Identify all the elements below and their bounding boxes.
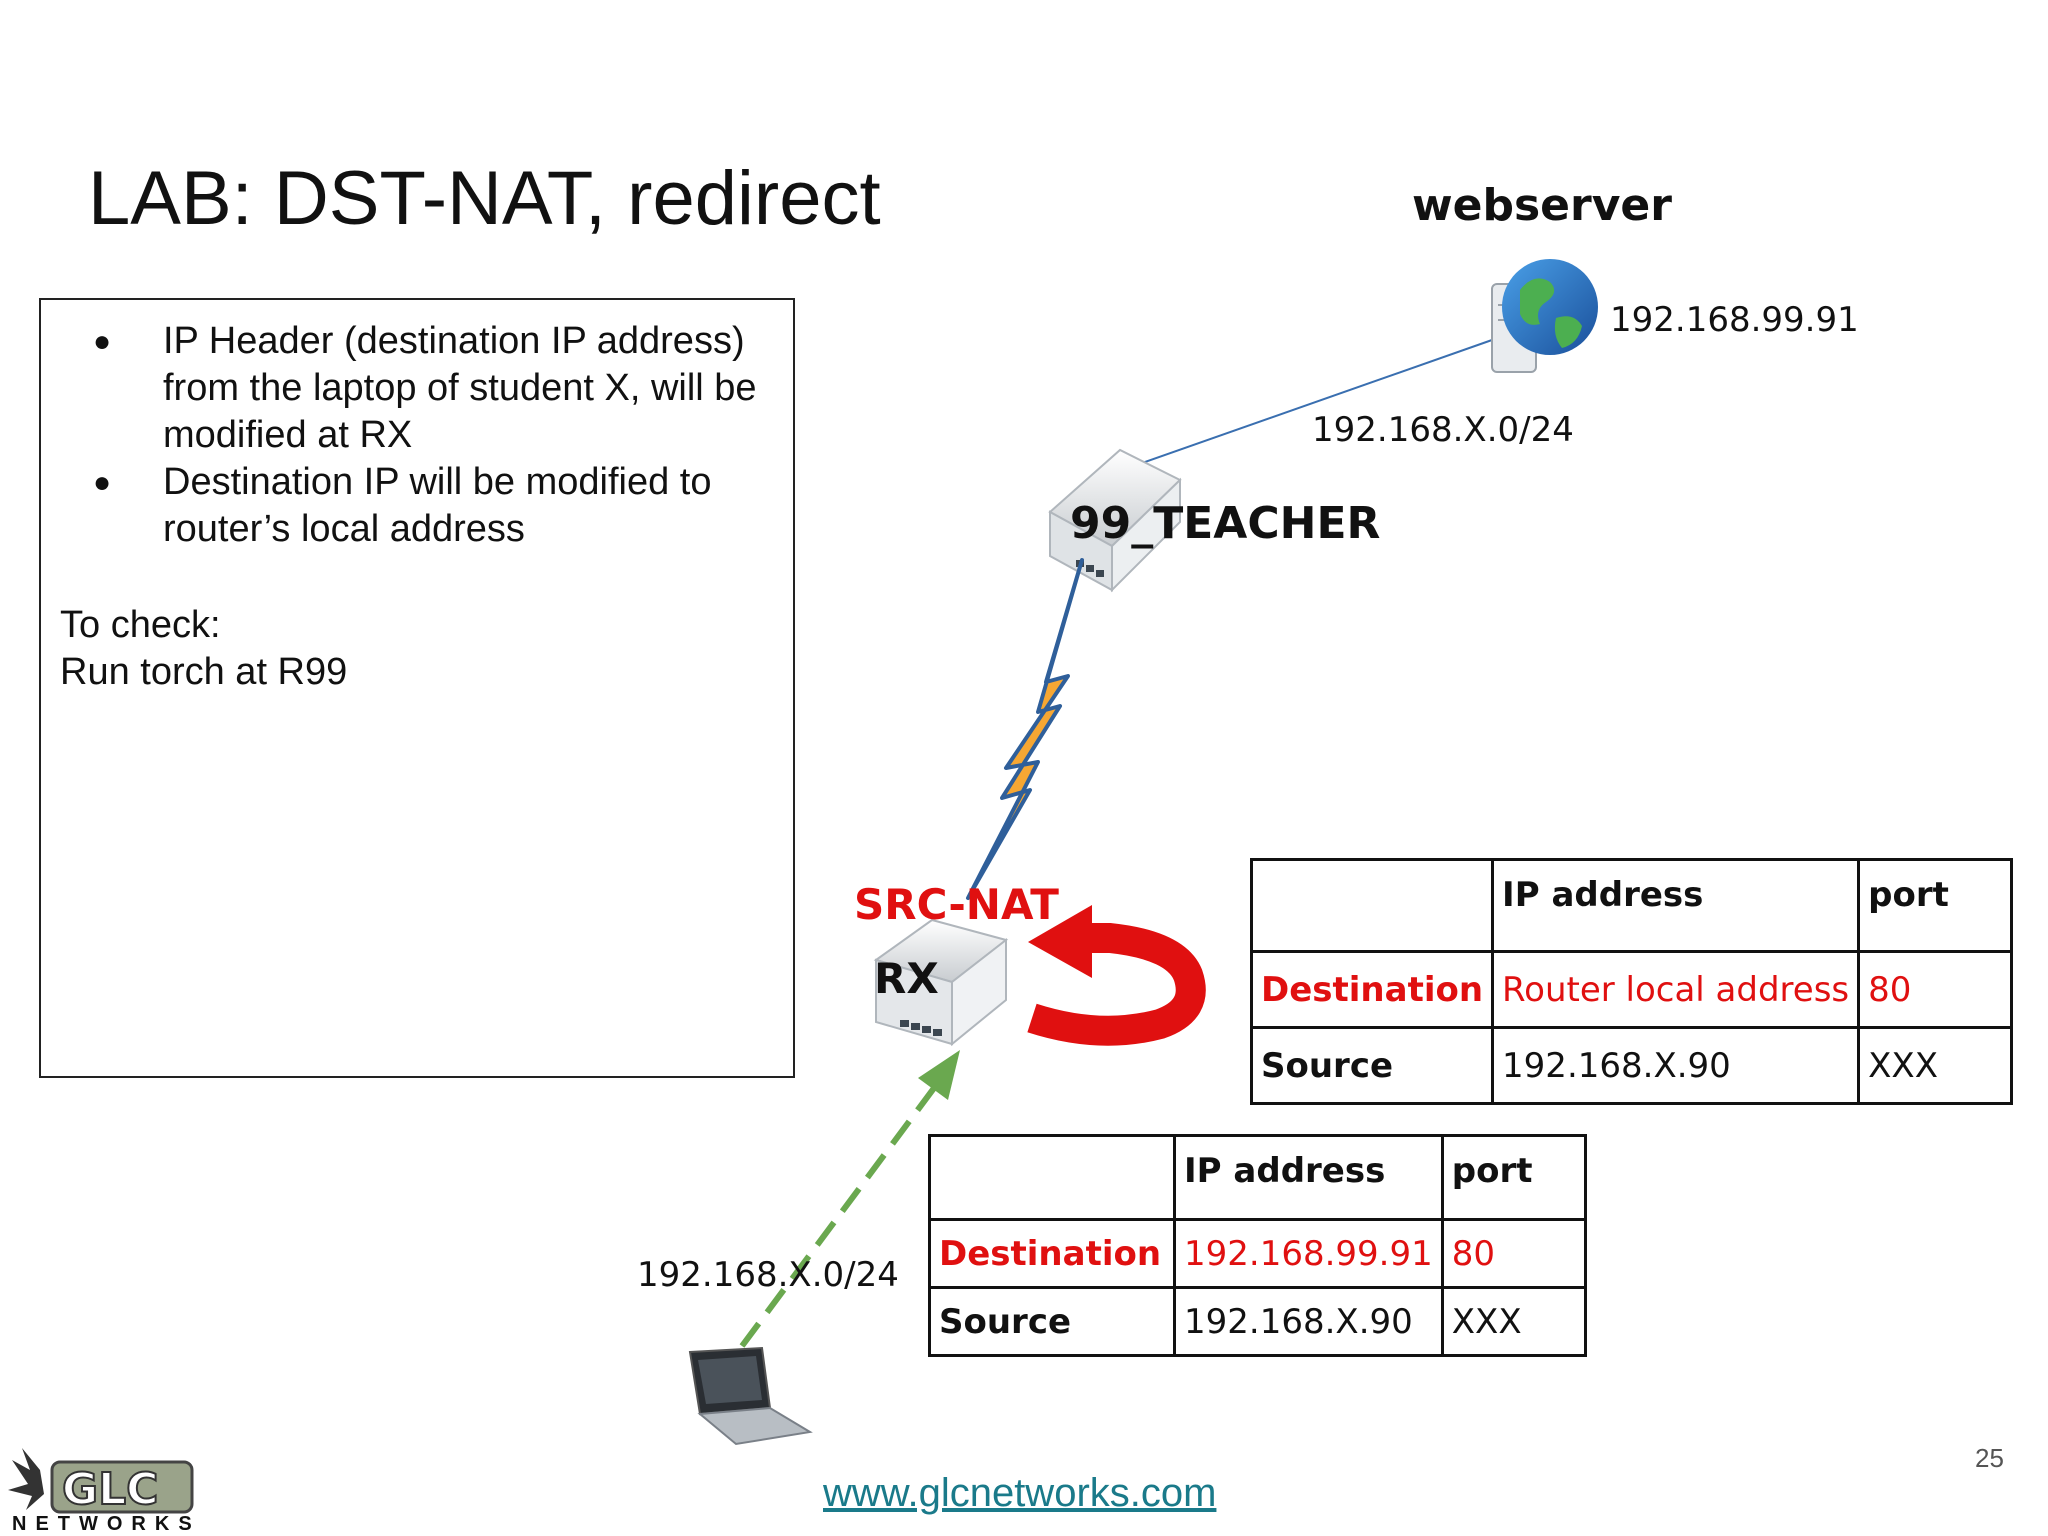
row-label-cell: Source	[1249, 1026, 1495, 1105]
table-header-cell: port	[1857, 858, 2014, 953]
row-label-cell: Destination	[1249, 950, 1495, 1029]
server-globe-icon	[1491, 259, 1598, 373]
bullet-item: ● Destination IP will be modified to rout…	[81, 459, 783, 553]
port-cell: 80	[1440, 1218, 1587, 1289]
logo-text: GLC	[62, 1464, 158, 1515]
lower-network-label: 192.168.X.0/24	[637, 1255, 899, 1295]
table-row: Destination Router local address 80	[1249, 950, 2014, 1029]
table-header-cell: IP address	[1491, 858, 1861, 953]
router-icon	[1048, 448, 1182, 593]
website-link[interactable]: www.glcnetworks.com	[823, 1471, 1217, 1515]
company-logo: GLC	[8, 1448, 194, 1516]
bullet-text: Destination IP will be modified to route…	[163, 461, 712, 550]
port-cell: XXX	[1857, 1026, 2014, 1105]
check-section: To check: Run torch at R99	[60, 602, 347, 696]
nat-table-after: IP address port Destination Router local…	[1249, 858, 2014, 1105]
link-line	[1141, 339, 1493, 464]
dashed-arrow-icon	[739, 1050, 960, 1348]
router-icon	[873, 918, 1009, 1047]
ip-cell: 192.168.99.91	[1173, 1218, 1444, 1289]
row-label-cell: Source	[928, 1286, 1176, 1357]
rx-router-label: RX	[874, 954, 939, 1003]
check-title: To check:	[60, 604, 221, 646]
table-header-cell: port	[1440, 1134, 1587, 1221]
srcnat-label: SRC-NAT	[854, 880, 1059, 929]
webserver-label: webserver	[1412, 180, 1672, 231]
teacher-router-label: 99_TEACHER	[1070, 498, 1381, 549]
ip-cell: Router local address	[1491, 950, 1861, 1029]
bullet-list: ● IP Header (destination IP address) from…	[81, 318, 783, 553]
table-header-row: IP address port	[1249, 858, 2014, 953]
page-number: 25	[1975, 1443, 2004, 1473]
table-header-cell: IP address	[1173, 1134, 1444, 1221]
port-cell: XXX	[1440, 1286, 1587, 1357]
bullet-icon: ●	[93, 325, 112, 358]
bullet-icon: ●	[93, 466, 112, 499]
webserver-ip-label: 192.168.99.91	[1610, 300, 1859, 340]
laptop-icon	[688, 1346, 813, 1446]
nat-table-before: IP address port Destination 192.168.99.9…	[928, 1134, 1587, 1357]
notes-box: ● IP Header (destination IP address) from…	[39, 298, 795, 1078]
ip-cell: 192.168.X.90	[1173, 1286, 1444, 1357]
redirect-arrow-icon	[1027, 905, 1206, 1046]
table-row: Source 192.168.X.90 XXX	[1249, 1026, 2014, 1105]
bullet-item: ● IP Header (destination IP address) from…	[81, 318, 783, 459]
slide-title: LAB: DST-NAT, redirect	[88, 156, 881, 241]
table-header-cell	[928, 1134, 1176, 1221]
table-header-row: IP address port	[928, 1134, 1587, 1221]
table-row: Source 192.168.X.90 XXX	[928, 1286, 1587, 1357]
ip-cell: 192.168.X.90	[1491, 1026, 1861, 1105]
logo-subtext: NETWORKS	[12, 1513, 201, 1535]
lightning-link-icon	[966, 558, 1084, 900]
table-header-cell	[1249, 858, 1495, 953]
table-row: Destination 192.168.99.91 80	[928, 1218, 1587, 1289]
upper-network-label: 192.168.X.0/24	[1312, 410, 1574, 450]
bullet-text: IP Header (destination IP address) from …	[163, 320, 757, 456]
row-label-cell: Destination	[928, 1218, 1176, 1289]
port-cell: 80	[1857, 950, 2014, 1029]
check-text: Run torch at R99	[60, 651, 348, 693]
